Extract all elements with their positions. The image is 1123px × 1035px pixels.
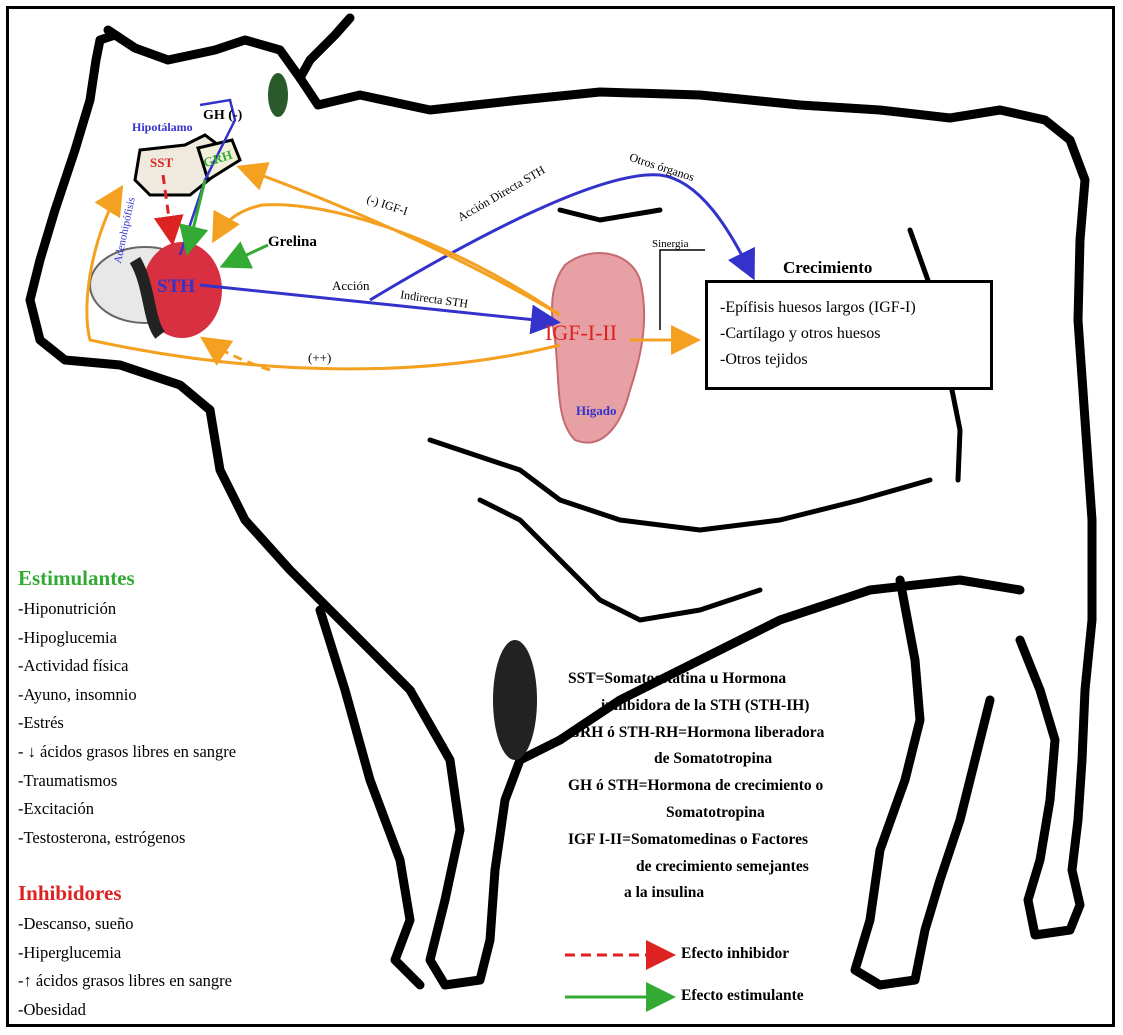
udder-shadow [493,640,537,760]
liver-label: Hígado [576,403,616,419]
growth-box: -Epífisis huesos largos (IGF-I) -Cartíla… [705,280,993,390]
definition-line: SST=Somatoestatina u Hormona [568,666,824,693]
ear-mark [268,73,288,117]
sinergia-label: Sinergia [652,238,688,250]
grelina-arrow [225,245,268,265]
growth-title: Crecimiento [783,258,872,278]
indirect-sth-arrow [200,285,555,322]
growth-item: -Cartílago y otros huesos [720,321,990,347]
sth-label: STH [157,276,195,298]
inhibidor-item: -Hiperglucemia [18,939,232,968]
plusplus-label: (++) [308,350,331,366]
grelina-label: Grelina [268,234,317,251]
definition-line: Somatotropina [568,800,824,827]
inhibidores-title: Inhibidores [18,881,122,906]
inhibidor-item: -↑ ácidos grasos libres en sangre [18,967,232,996]
definition-line: GRH ó STH-RH=Hormona liberadora [568,720,824,747]
inhibidores-list: -Descanso, sueño -Hiperglucemia -↑ ácido… [18,910,232,1024]
legend-stimulating-label: Efecto estimulante [681,987,804,1005]
igf-label: IGF-I-II [545,320,617,346]
inhibidor-item: -Obesidad [18,996,232,1025]
sinergia-bracket [660,250,705,330]
estimulante-item: -Hiponutrición [18,595,236,624]
estimulante-item: -Excitación [18,795,236,824]
estimulante-item: -Estrés [18,709,236,738]
igf-feedback-pituitary-arrow [215,205,560,315]
sst-label: SST [150,155,173,171]
estimulante-item: -Actividad física [18,652,236,681]
estimulante-item: -Ayuno, insomnio [18,681,236,710]
growth-item: -Epífisis huesos largos (IGF-I) [720,295,990,321]
estimulantes-list: -Hiponutrición -Hipoglucemia -Actividad … [18,595,236,852]
accion-label: Acción [332,278,370,294]
gh-minus-label: GH (-) [203,108,242,124]
legend-inhibitory-label: Efecto inhibidor [681,945,789,963]
inhibidor-item: -Descanso, sueño [18,910,232,939]
abbreviation-definitions: SST=Somatoestatina u Hormona inhibidora … [568,666,824,907]
estimulante-item: -Traumatismos [18,767,236,796]
definition-line: a la insulina [568,880,824,907]
definition-line: IGF I-II=Somatomedinas o Factores [568,827,824,854]
estimulante-item: -Hipoglucemia [18,624,236,653]
definition-line: de Somatotropina [568,746,824,773]
growth-item: -Otros tejidos [720,347,990,373]
estimulante-item: -Testosterona, estrógenos [18,824,236,853]
estimulante-item: - ↓ ácidos grasos libres en sangre [18,738,236,767]
definition-line: GH ó STH=Hormona de crecimiento o [568,773,824,800]
definition-line: de crecimiento semejantes [568,854,824,881]
hypothalamus-label: Hipotálamo [132,120,193,135]
estimulantes-title: Estimulantes [18,566,135,591]
definition-line: inhibidora de la STH (STH-IH) [568,693,824,720]
